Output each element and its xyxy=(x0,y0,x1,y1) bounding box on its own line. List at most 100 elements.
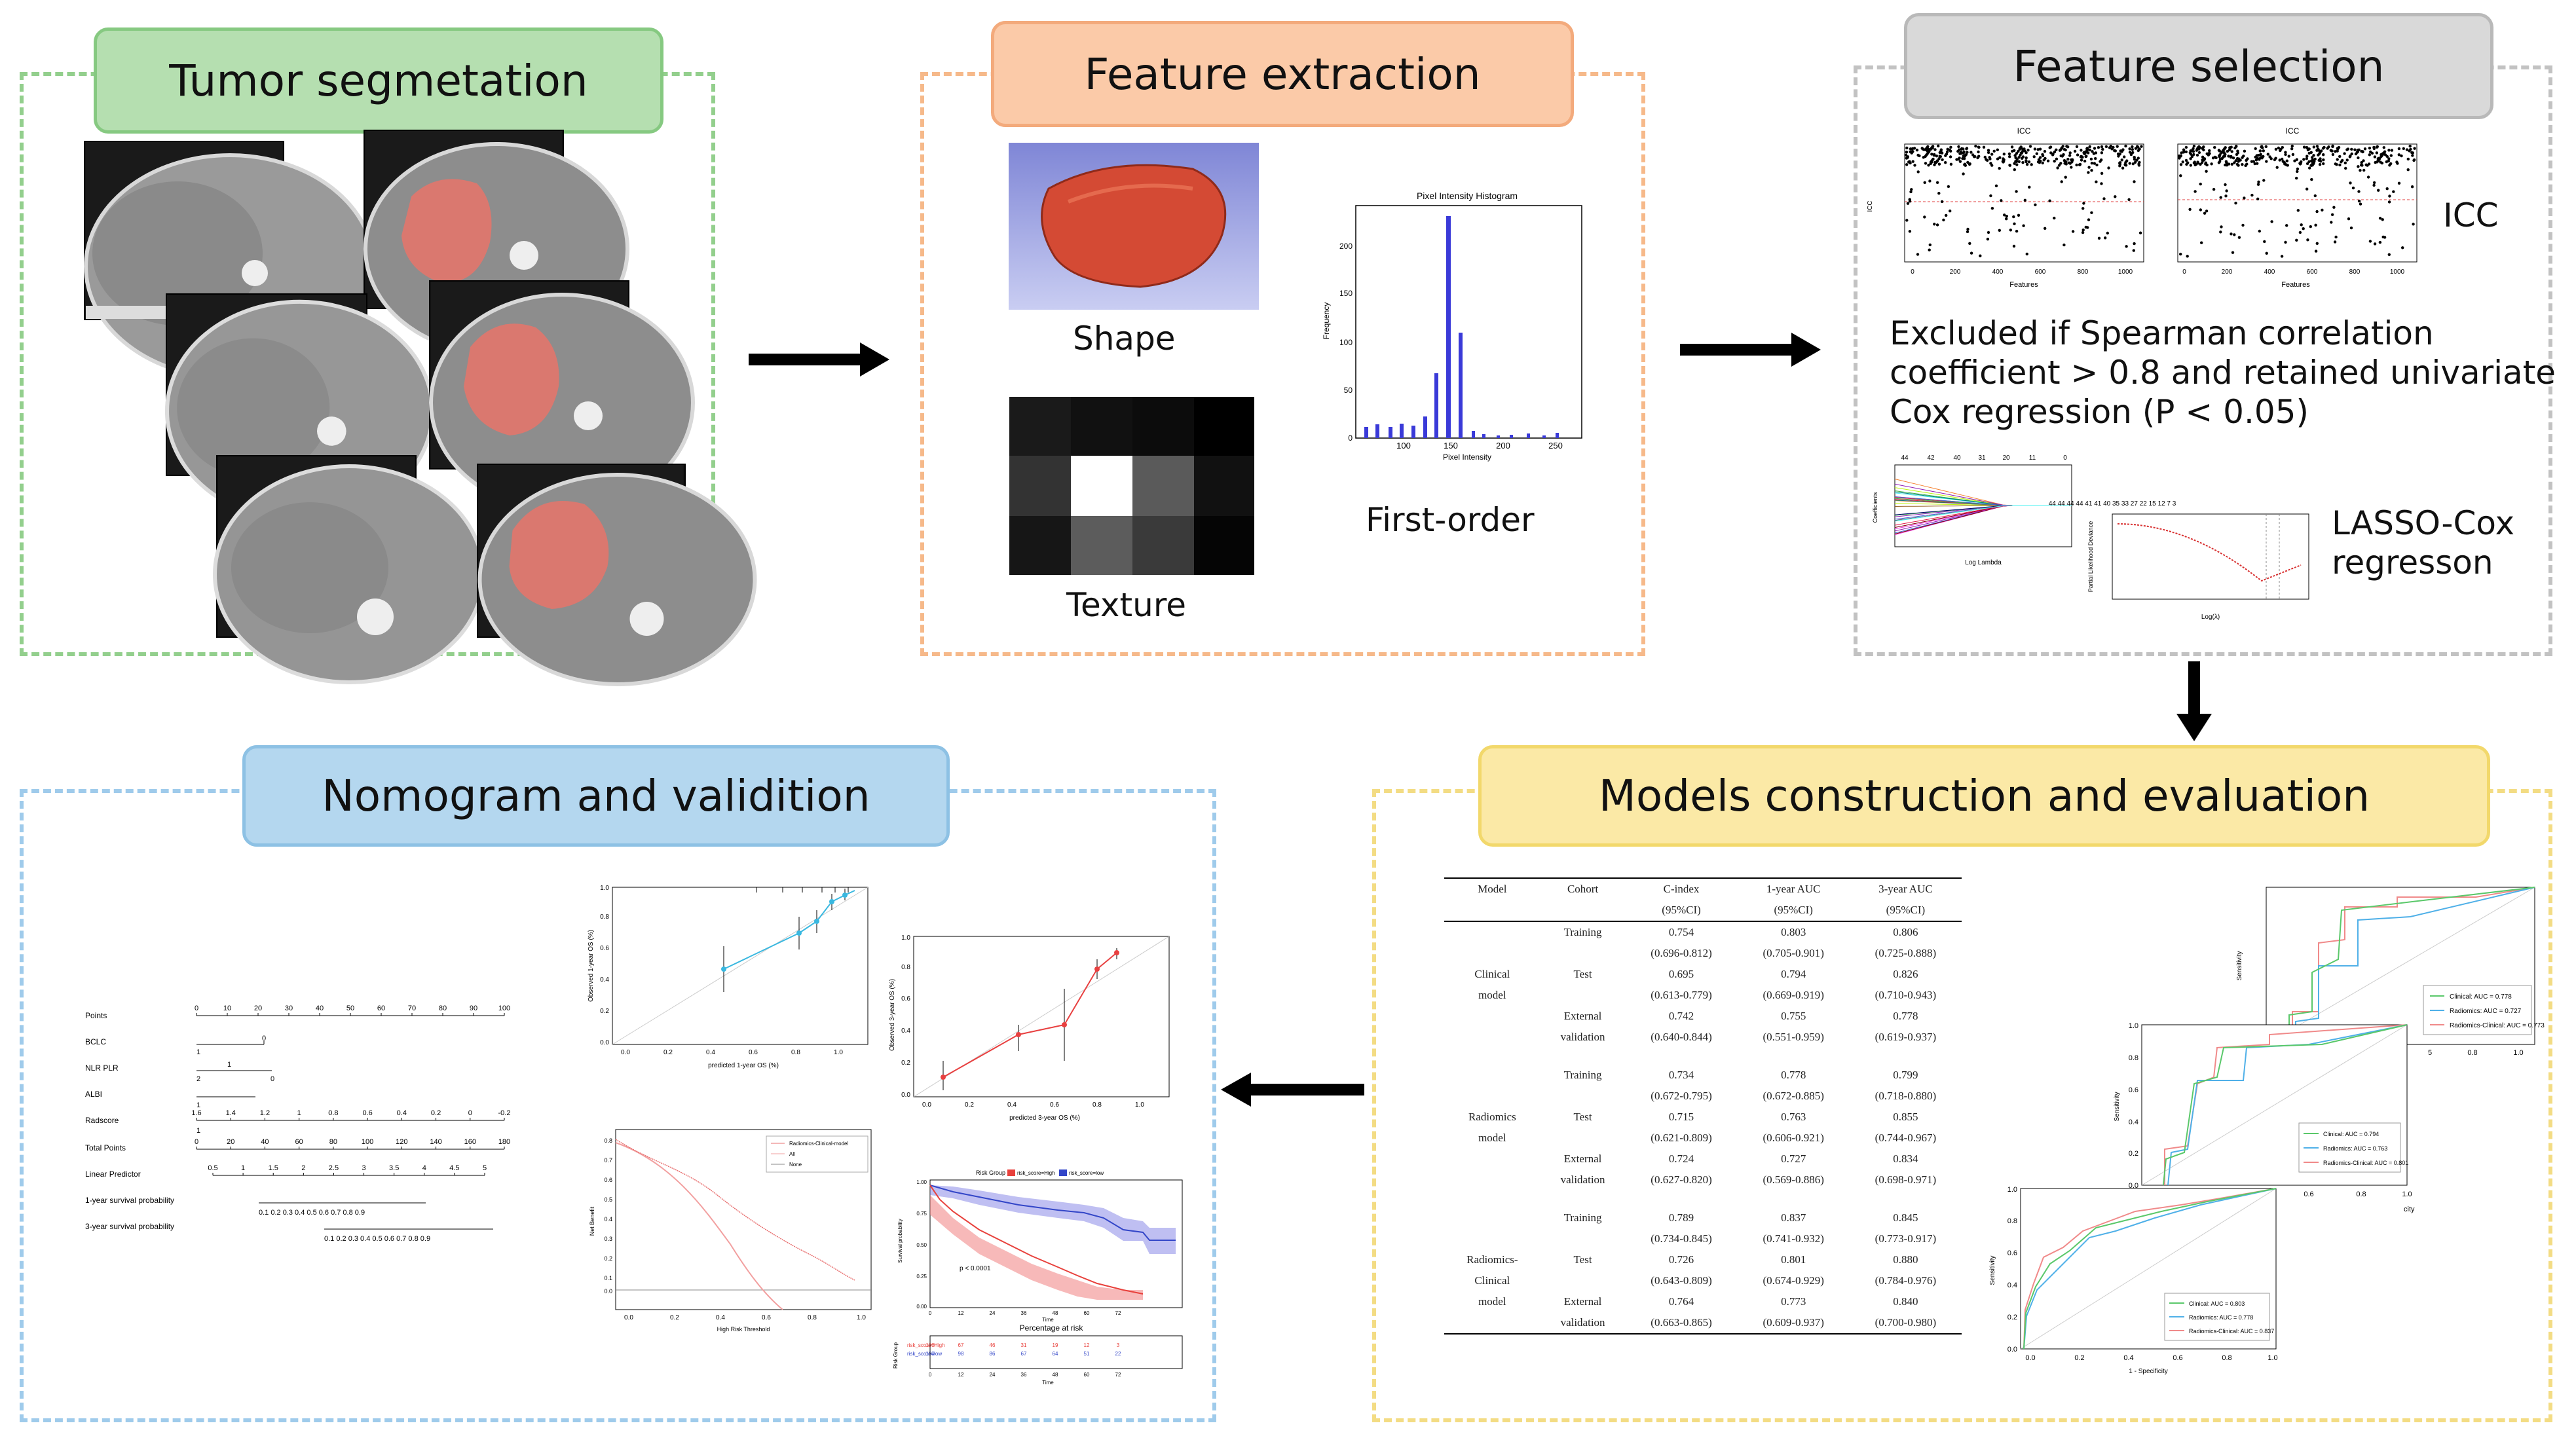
value-cell: (0.672-0.885) xyxy=(1763,1090,1824,1102)
icc-point xyxy=(2383,236,2387,239)
hist-ytick: 150 xyxy=(1339,289,1353,298)
icc-point xyxy=(2013,222,2016,225)
icc-point xyxy=(1998,166,2001,170)
icc-point xyxy=(2059,162,2063,165)
icc-point xyxy=(2203,157,2207,160)
icc-point xyxy=(2179,252,2182,256)
icc-point xyxy=(2291,153,2295,156)
icc-point xyxy=(2231,156,2235,160)
icc-point xyxy=(2189,149,2192,153)
cohort-cell xyxy=(1540,985,1626,1006)
cal3-xlabel: predicted 3-year OS (%) xyxy=(1009,1114,1080,1122)
svg-text:1.0: 1.0 xyxy=(2513,1049,2523,1057)
surv1-ticks: 0.1 0.2 0.3 0.4 0.5 0.6 0.7 0.8 0.9 xyxy=(259,1209,365,1217)
icc-point xyxy=(1905,219,1909,222)
svg-text:40: 40 xyxy=(1953,454,1961,462)
icc-point xyxy=(2370,151,2374,155)
icc-point xyxy=(2007,152,2011,156)
icc-point xyxy=(2140,145,2143,148)
icc-point xyxy=(1996,157,2000,160)
svg-text:0.0: 0.0 xyxy=(2129,1182,2138,1190)
svg-text:0: 0 xyxy=(2182,268,2186,276)
icc-point xyxy=(2338,163,2342,167)
icc-point xyxy=(2408,145,2412,148)
icc-point xyxy=(2310,177,2313,181)
icc-point xyxy=(2081,207,2085,210)
icc-point xyxy=(2372,147,2376,151)
model-cell xyxy=(1444,943,1540,964)
model-cell: Clinical xyxy=(1474,1274,1510,1287)
icc-point xyxy=(1962,147,1965,151)
icc-point xyxy=(2396,162,2399,165)
icc-point xyxy=(2066,145,2070,149)
svg-text:0.4: 0.4 xyxy=(2123,1354,2133,1362)
icc-point xyxy=(2025,252,2028,256)
icc-point xyxy=(2193,160,2196,164)
icc-point xyxy=(2005,215,2008,218)
icc-point xyxy=(2284,240,2287,244)
lasso-xlabel: Log Lambda xyxy=(1965,559,2002,566)
svg-text:0.00: 0.00 xyxy=(916,1304,927,1310)
svg-text:72: 72 xyxy=(1115,1372,1121,1378)
icc-point xyxy=(2295,158,2298,161)
icc-point xyxy=(2302,145,2306,149)
icc-label: ICC xyxy=(2443,196,2499,234)
icc-point xyxy=(2087,218,2091,221)
model-cell: Radiomics- xyxy=(1466,1253,1518,1266)
shape-label: Shape xyxy=(1073,320,1176,358)
icc-point xyxy=(1939,148,1943,151)
svg-text:0.8: 0.8 xyxy=(791,1049,800,1056)
value-cell: 0.794 xyxy=(1781,968,1806,980)
icc-point xyxy=(1977,145,1981,149)
value-cell: 0.880 xyxy=(1893,1253,1918,1266)
icc-point xyxy=(1909,190,1913,194)
icc-point xyxy=(1947,185,1951,189)
icc-point xyxy=(1908,198,1911,201)
icc-point xyxy=(1988,157,1992,160)
icc-point xyxy=(2192,150,2195,153)
km-risk-value: 64 xyxy=(1053,1351,1058,1357)
icc-point xyxy=(2218,153,2222,156)
svg-text:0.6: 0.6 xyxy=(2173,1354,2182,1362)
icc-point xyxy=(1937,192,1941,195)
icc-point xyxy=(1928,150,1931,153)
svg-text:0.4: 0.4 xyxy=(716,1314,725,1321)
icc-point xyxy=(2086,226,2089,229)
model-cell: model xyxy=(1478,1295,1506,1308)
icc-point xyxy=(2298,230,2302,234)
spearman-line-2: coefficient > 0.8 and retained univariat… xyxy=(1890,354,2556,392)
icc-point xyxy=(1968,162,1971,166)
icc-point xyxy=(2307,160,2311,163)
icc-point xyxy=(2196,160,2199,164)
icc-point xyxy=(2313,157,2317,161)
model-cell xyxy=(1444,1086,1540,1107)
hist-xtick: 250 xyxy=(1548,441,1563,451)
hist-ytick: 50 xyxy=(1344,386,1353,395)
icc-point xyxy=(1983,155,1987,159)
icc-point xyxy=(1928,248,1931,251)
value-cell: (0.718-0.880) xyxy=(1875,1090,1937,1102)
icc-point xyxy=(2257,180,2260,183)
svg-text:0.6: 0.6 xyxy=(762,1314,771,1321)
icc-point xyxy=(2093,162,2096,165)
icc-point xyxy=(2200,241,2203,244)
nomogram-tick: 70 xyxy=(408,1004,416,1012)
table-row: validation(0.663-0.865)(0.609-0.937)(0.7… xyxy=(1444,1312,1962,1334)
icc-point xyxy=(2213,145,2216,149)
icc-point xyxy=(2188,208,2192,211)
icc-point xyxy=(2256,197,2260,200)
icc-point xyxy=(2377,156,2380,160)
icc-point xyxy=(2041,161,2044,165)
icc-point xyxy=(1927,147,1930,151)
icc-point xyxy=(2319,149,2323,153)
icc-point xyxy=(2133,155,2136,159)
value-cell: (0.672-0.795) xyxy=(1651,1090,1712,1102)
svg-text:0.5: 0.5 xyxy=(604,1196,612,1203)
icc-point xyxy=(1904,153,1908,156)
nomogram-tick: 160 xyxy=(464,1138,476,1146)
nomogram-tick: 120 xyxy=(396,1138,407,1146)
icc-point xyxy=(2322,153,2325,156)
svg-text:31: 31 xyxy=(1978,454,1986,462)
